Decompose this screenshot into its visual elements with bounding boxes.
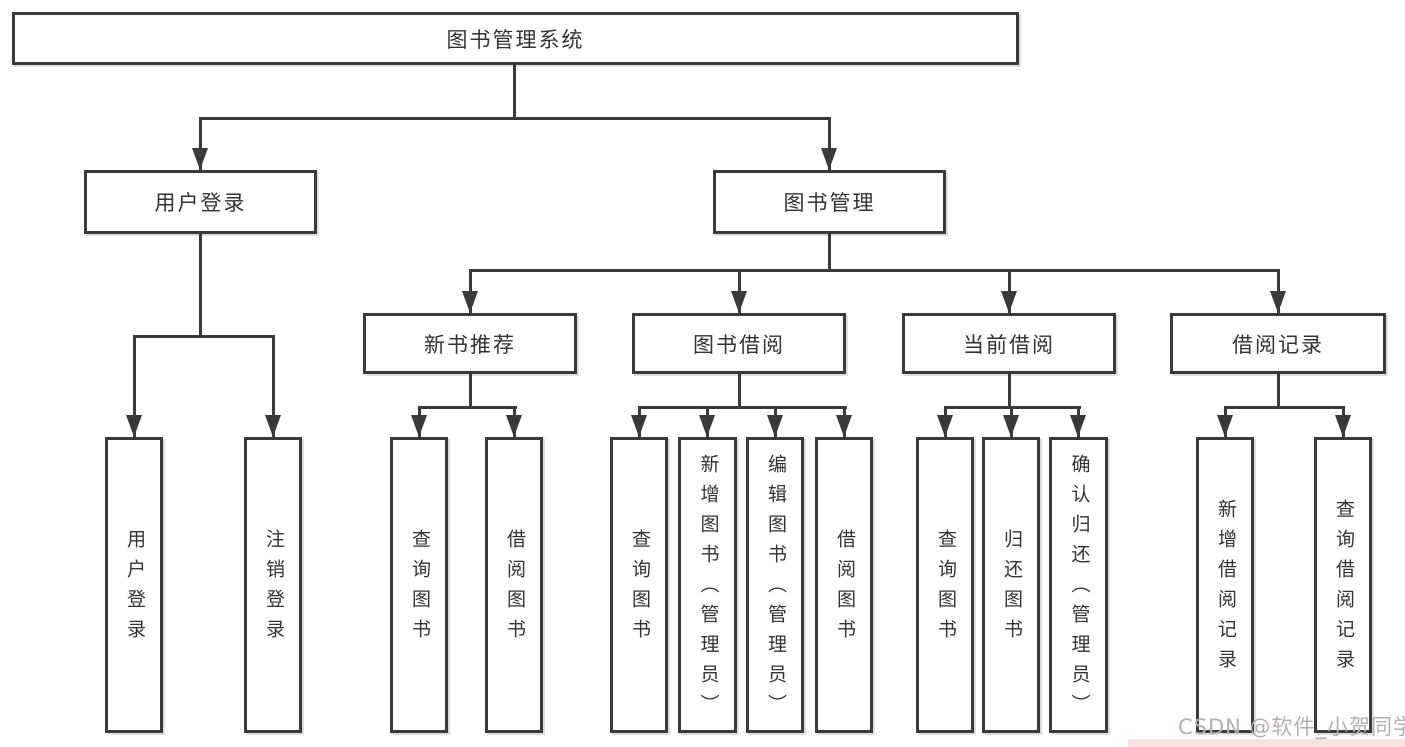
arrow-down-icon	[126, 415, 142, 437]
node-book-management-label: 图书管理	[783, 191, 876, 215]
leaf-return-book-label: 归还图书	[1000, 529, 1023, 649]
leaf-query-book-current-label: 查询图书	[934, 529, 957, 649]
leaf-query-book-recommend-label: 查询图书	[408, 529, 431, 649]
leaf-add-book-admin: 新增图书（管理员）	[678, 437, 737, 733]
arrow-down-icon	[1335, 415, 1351, 437]
connector-level2-bus	[199, 117, 831, 120]
arrow-down-icon	[265, 415, 281, 437]
leaf-add-book-admin-label: 新增图书（管理员）	[697, 454, 720, 724]
arrow-down-icon	[1217, 415, 1233, 437]
node-new-book-recommend-label: 新书推荐	[424, 332, 516, 357]
arrow-down-icon	[731, 291, 747, 313]
node-book-management: 图书管理	[713, 170, 946, 234]
connector-stub-leaf	[272, 335, 275, 437]
node-user-login-label: 用户登录	[154, 191, 247, 215]
leaf-confirm-return-admin: 确认归还（管理员）	[1049, 437, 1108, 733]
leaf-borrow-book-recommend-label: 借阅图书	[503, 529, 526, 649]
leaf-borrow-book-label: 借阅图书	[833, 529, 856, 649]
node-borrow-records: 借阅记录	[1170, 313, 1386, 374]
connector-borrow-trunk	[738, 373, 741, 409]
connector-borrow-bus	[638, 406, 847, 409]
connector-user-login-trunk	[199, 233, 202, 336]
arrow-down-icon	[836, 415, 852, 437]
connector-level3-bus	[469, 269, 1280, 272]
arrow-down-icon	[699, 415, 715, 437]
connector-stub-user-login	[199, 117, 202, 170]
connector-stub-leaf	[133, 335, 136, 437]
connector-stub-book-mgmt	[828, 117, 831, 170]
connector-records-bus	[1224, 406, 1345, 409]
arrow-down-icon	[1070, 415, 1086, 437]
node-book-borrow: 图书借阅	[632, 313, 846, 374]
leaf-add-borrow-record-label: 新增借阅记录	[1214, 499, 1237, 679]
arrow-down-icon	[821, 148, 837, 170]
connector-user-login-bus	[133, 335, 275, 338]
leaf-confirm-return-admin-label: 确认归还（管理员）	[1068, 454, 1091, 724]
connector-recommend-trunk	[469, 373, 472, 409]
leaf-user-login: 用户登录	[105, 437, 163, 733]
leaf-borrow-book: 借阅图书	[815, 437, 873, 733]
leaf-query-book-borrow: 查询图书	[610, 437, 668, 733]
node-borrow-records-label: 借阅记录	[1232, 332, 1324, 357]
watermark-text: CSDN @软件_小贺同学	[1178, 715, 1405, 739]
arrow-down-icon	[937, 415, 953, 437]
leaf-query-borrow-record-label: 查询借阅记录	[1332, 499, 1355, 679]
connector-current-trunk	[1008, 373, 1011, 409]
connector-root-trunk	[513, 65, 516, 118]
arrow-down-icon	[192, 148, 208, 170]
node-root: 图书管理系统	[12, 12, 1019, 65]
leaf-edit-book-admin: 编辑图书（管理员）	[746, 437, 804, 733]
connector-recommend-bus	[418, 406, 517, 409]
arrow-down-icon	[767, 415, 783, 437]
leaf-add-borrow-record: 新增借阅记录	[1196, 437, 1254, 733]
arrow-down-icon	[1003, 415, 1019, 437]
node-current-borrow-label: 当前借阅	[963, 332, 1055, 357]
connector-records-trunk	[1277, 373, 1280, 409]
leaf-query-book-borrow-label: 查询图书	[628, 529, 651, 649]
node-current-borrow: 当前借阅	[902, 313, 1116, 374]
arrow-down-icon	[631, 415, 647, 437]
leaf-query-borrow-record: 查询借阅记录	[1314, 437, 1372, 733]
node-user-login: 用户登录	[84, 170, 317, 234]
node-book-borrow-label: 图书借阅	[693, 332, 785, 357]
arrow-down-icon	[411, 415, 427, 437]
node-new-book-recommend: 新书推荐	[363, 313, 577, 374]
leaf-query-book-current: 查询图书	[916, 437, 974, 733]
arrow-down-icon	[1001, 291, 1017, 313]
watermark-band	[1128, 739, 1405, 747]
leaf-logout-label: 注销登录	[262, 529, 285, 649]
leaf-query-book-recommend: 查询图书	[390, 437, 448, 733]
leaf-edit-book-admin-label: 编辑图书（管理员）	[764, 454, 787, 724]
node-root-label: 图书管理系统	[446, 27, 585, 52]
leaf-return-book: 归还图书	[982, 437, 1040, 733]
arrow-down-icon	[506, 415, 522, 437]
leaf-user-login-label: 用户登录	[123, 529, 146, 649]
leaf-borrow-book-recommend: 借阅图书	[485, 437, 543, 733]
connector-book-mgmt-trunk	[828, 233, 831, 271]
arrow-down-icon	[1270, 291, 1286, 313]
arrow-down-icon	[462, 291, 478, 313]
leaf-logout: 注销登录	[244, 437, 302, 733]
